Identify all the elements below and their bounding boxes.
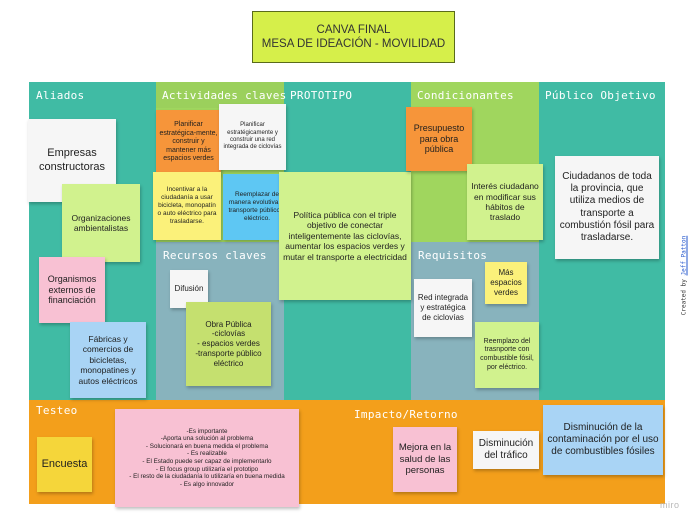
title-line-1: CANVA FINAL [316,24,391,36]
sticky-difusion[interactable]: Difusión [170,270,208,308]
sticky-fabricas[interactable]: Fábricas y comercios de bicicletas, mono… [70,322,146,398]
sticky-politica-publica[interactable]: Política pública con el triple objetivo … [279,172,411,300]
sticky-incentivar[interactable]: Incentivar a la ciudadanía a usar bicicl… [153,172,221,240]
prototipo-header: PROTOTIPO [290,89,353,102]
title-line-2: MESA DE IDEACIÓN - MOVILIDAD [261,38,446,50]
sticky-ciudadanos[interactable]: Ciudadanos de toda la provincia, que uti… [555,156,659,259]
publico-header: Público Objetivo [545,89,656,102]
sticky-obra-publica[interactable]: Obra Pública -ciclovías - espacios verde… [186,302,271,386]
condicionantes-header: Condicionantes [417,89,514,102]
requisitos-header: Requisitos [418,249,488,262]
sticky-disminucion-trafico[interactable]: Disminución del tráfico [473,431,539,469]
credit-prefix: Created by [680,279,688,316]
aliados-header: Aliados [36,89,85,102]
miro-watermark: miro [660,500,680,510]
credit-author-link[interactable]: Jeff Patton [680,235,688,276]
sticky-encuesta[interactable]: Encuesta [37,437,92,492]
sticky-interes[interactable]: Interés ciudadano en modificar sus hábit… [467,164,543,240]
sticky-presupuesto[interactable]: Presupuesto para obra pública [406,107,472,171]
testeo-header: Testeo [36,404,78,417]
recursos-header: Recursos claves [163,249,267,262]
sticky-mas-espacios[interactable]: Más espacios verdes [485,262,527,304]
actividades-header-band [156,82,284,108]
sticky-disminucion-contaminacion[interactable]: Disminución de la contaminación por el u… [543,405,663,475]
sticky-testeo-list[interactable]: -Es importante -Aporta una solución al p… [115,409,299,507]
canvas-title: CANVA FINAL MESA DE IDEACIÓN - MOVILIDAD [252,11,455,63]
sticky-organizaciones[interactable]: Organizaciones ambientalistas [62,184,140,262]
impacto-header: Impacto/Retorno [354,408,458,421]
sticky-red-ciclovias[interactable]: Red integrada y estratégica de ciclovías [414,279,472,337]
sticky-planificar-ciclovias[interactable]: Planificar estratégicamente y construir … [219,104,286,170]
sticky-planificar-espacios[interactable]: Planificar estratégica-mente, construir … [156,110,221,175]
sticky-mejora-salud[interactable]: Mejora en la salud de las personas [393,427,457,492]
sticky-organismos[interactable]: Organismos externos de financiación [39,257,105,323]
sticky-reemplazo[interactable]: Reemplazo del trasnporte con combustible… [475,322,539,388]
actividades-header: Actividades claves [162,89,287,102]
